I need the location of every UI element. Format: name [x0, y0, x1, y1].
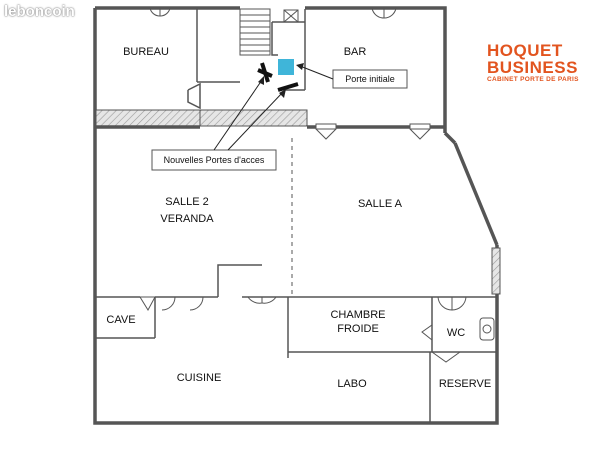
porte-initiale-marker [278, 59, 294, 75]
room-label-reserve: RESERVE [439, 378, 491, 390]
room-label-froide: FROIDE [337, 323, 379, 335]
watermark-logo: leboncoin [4, 3, 75, 20]
room-label-wc: WC [447, 327, 465, 339]
callout-porte-initiale-text: Porte initiale [345, 74, 395, 84]
hatched-wall-strip [95, 109, 501, 295]
room-label-salle-2: SALLE 2 [165, 196, 208, 208]
salle-a-doors [315, 123, 431, 140]
room-label-cave: CAVE [106, 314, 135, 326]
outer-walls [93, 6, 499, 425]
brand-line-1: HOQUET [487, 41, 563, 60]
brand-line-2: BUSINESS [487, 58, 578, 77]
room-label-veranda: VERANDA [160, 213, 214, 225]
brand-line-3: CABINET PORTE DE PARIS [487, 76, 579, 83]
interior-walls-bottom [96, 264, 497, 423]
top-doors [149, 7, 397, 19]
room-label-labo: LABO [337, 378, 367, 390]
room-label-salle-a: SALLE A [358, 198, 403, 210]
brand-logo: HOQUET BUSINESS CABINET PORTE DE PARIS [487, 42, 579, 84]
callout-nouvelles-portes: Nouvelles Portes d'acces [151, 76, 286, 171]
callout-porte-initiale: Porte initiale [296, 63, 408, 89]
room-label-bureau: BUREAU [123, 46, 169, 58]
room-label-chambre: CHAMBRE [330, 309, 385, 321]
bottom-doors [139, 296, 467, 363]
room-label-cuisine: CUISINE [177, 372, 222, 384]
stairs [239, 8, 271, 56]
room-label-bar: BAR [344, 46, 367, 58]
callout-nouvelles-portes-text: Nouvelles Portes d'acces [164, 155, 265, 165]
interior-walls-top [187, 8, 306, 110]
